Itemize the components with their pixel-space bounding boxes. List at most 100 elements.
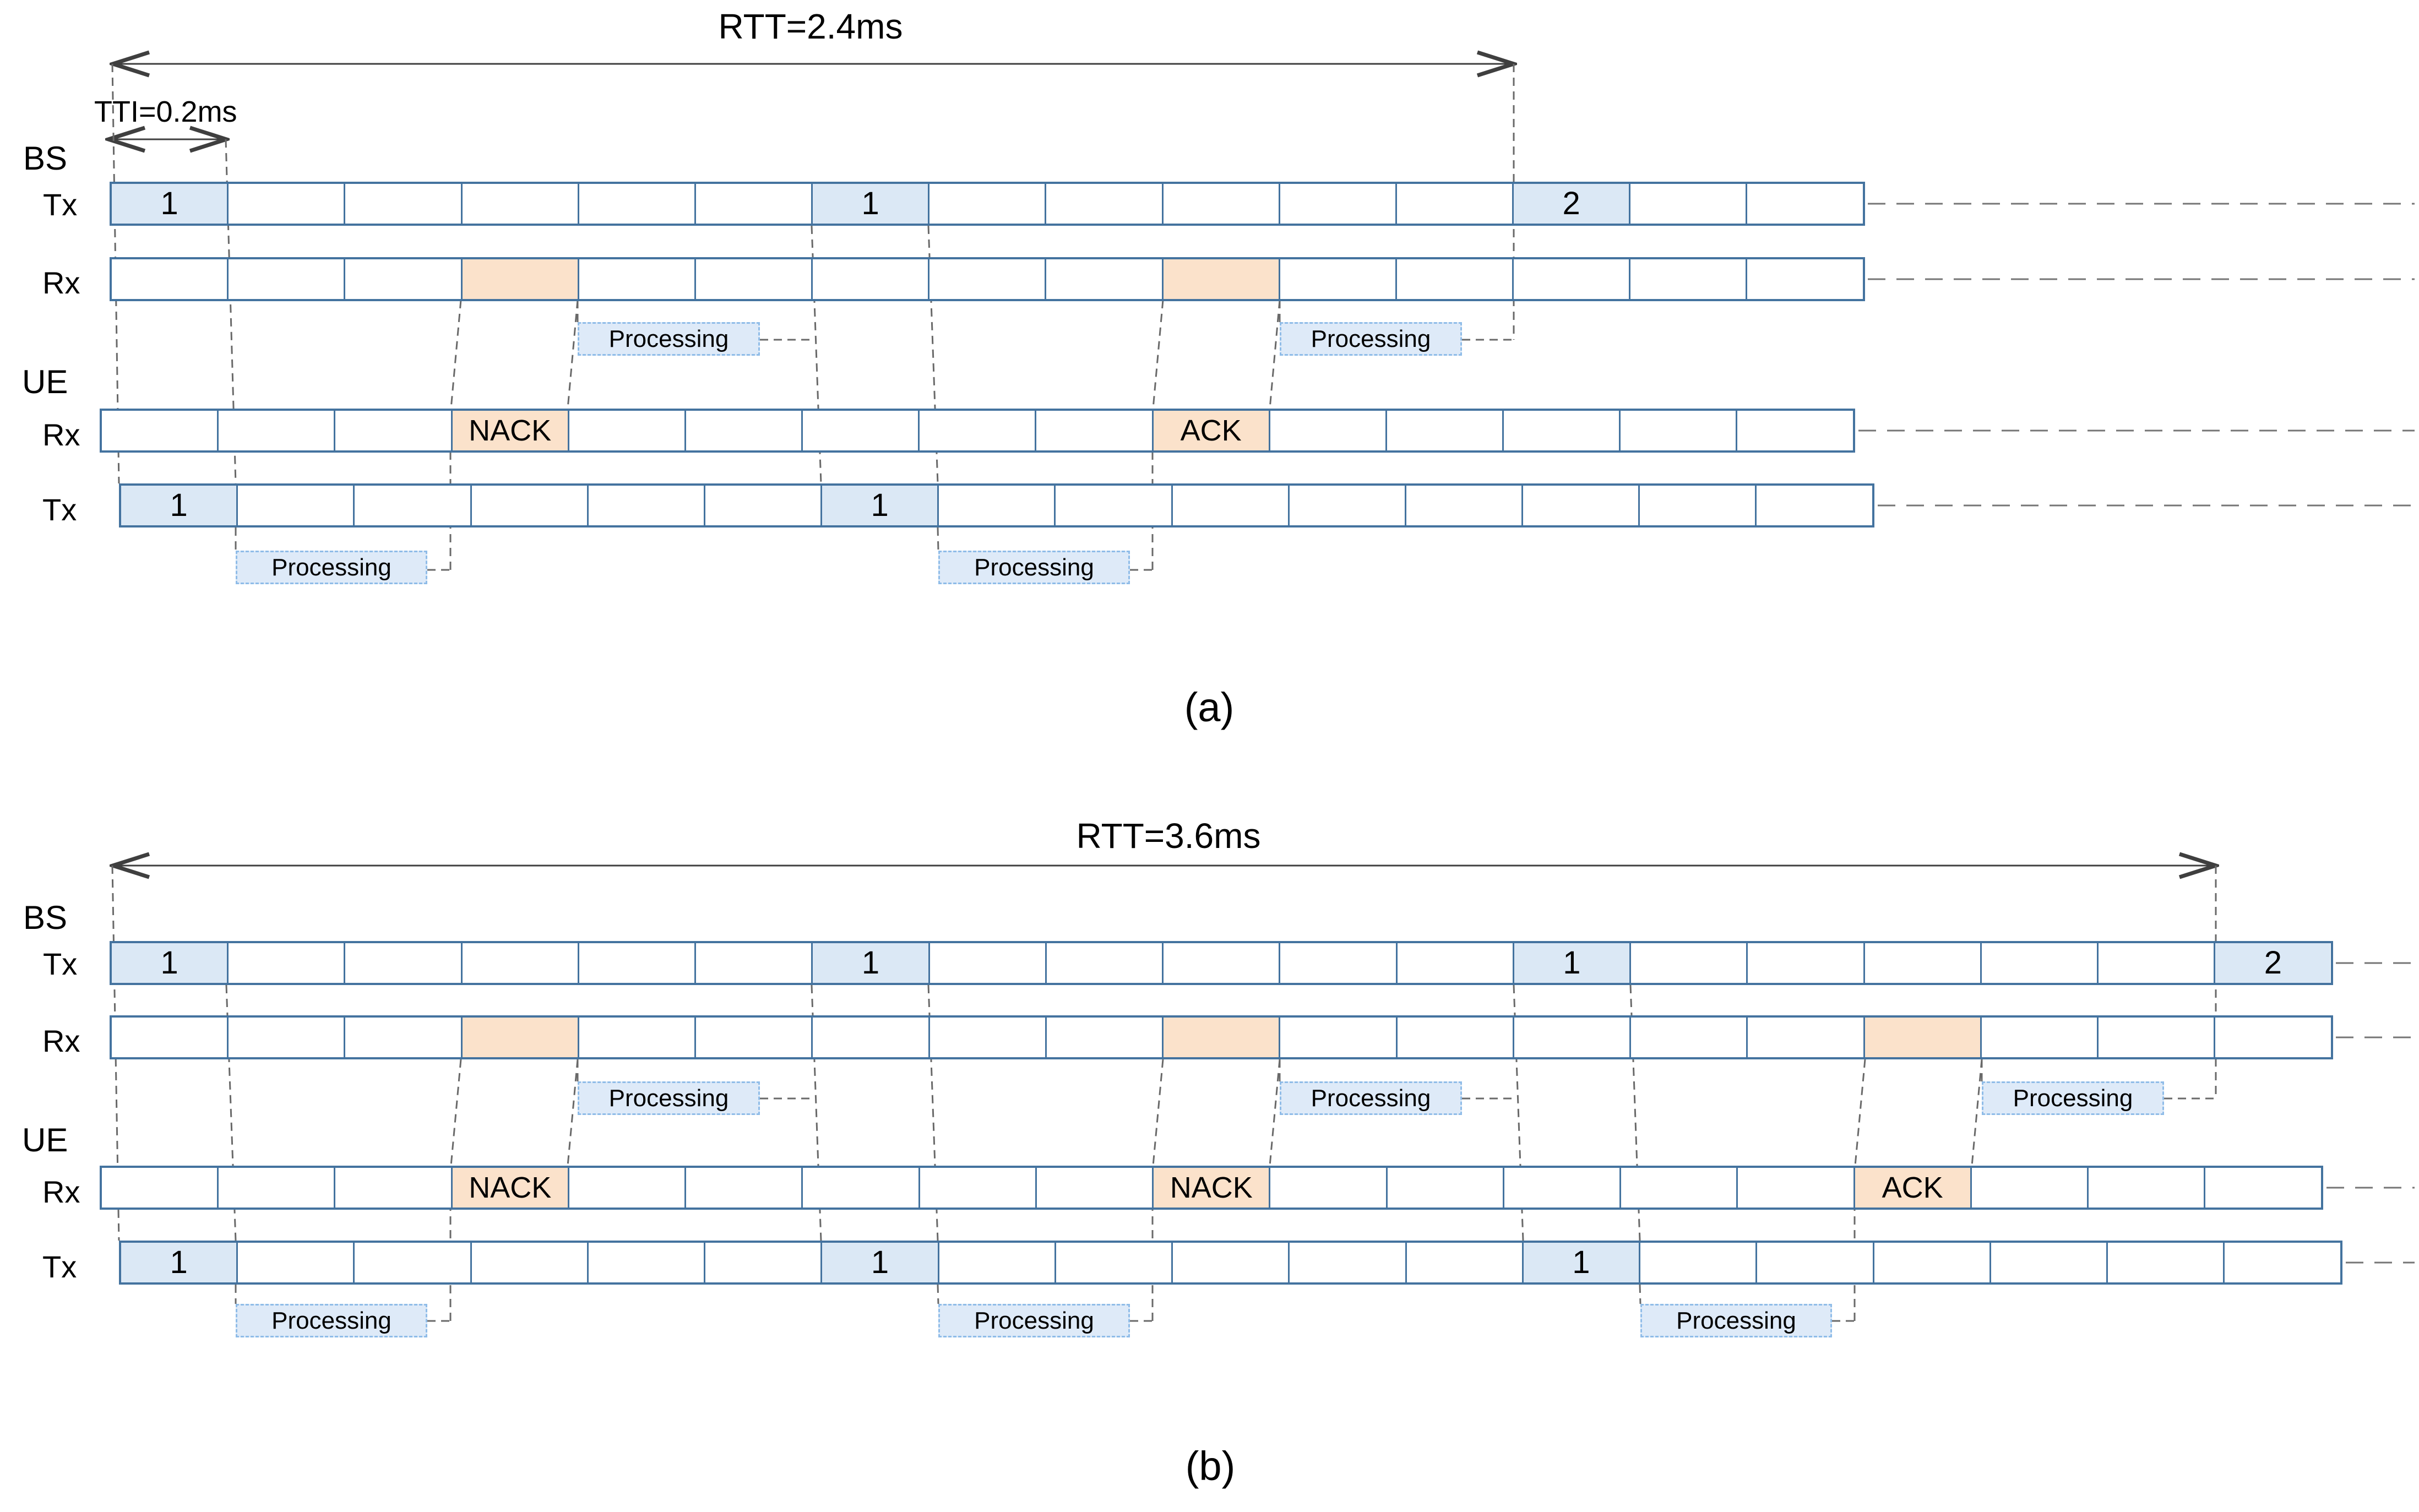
empty-slot [1164,184,1280,224]
processing-box-b-0: Processing [578,1081,760,1115]
empty-slot [1036,411,1154,450]
data-slot: 1 [822,486,939,525]
empty-slot [1056,486,1173,525]
feedback-slot [462,1018,579,1057]
feedback-slot: ACK [1855,1168,1972,1208]
empty-slot [1757,1243,1874,1282]
empty-slot [579,1018,697,1057]
empty-slot [1407,1243,1524,1282]
empty-slot [1504,411,1621,450]
group-label-bs-a: BS [23,140,68,177]
empty-slot [813,259,930,299]
row-label-bs-rx-row-b: Rx [42,1024,80,1058]
empty-slot [569,411,686,450]
empty-slot [1406,486,1524,525]
empty-slot [345,1018,463,1057]
data-slot: 1 [121,1243,238,1282]
feedback-slot: ACK [1153,411,1270,450]
data-slot: 1 [813,184,930,224]
empty-slot [929,184,1047,224]
empty-slot [1388,1168,1504,1208]
empty-slot [929,259,1047,299]
empty-slot [1630,259,1748,299]
empty-slot [1290,1243,1407,1282]
empty-slot [1640,1243,1758,1282]
empty-slot [1982,943,2099,983]
empty-slot [696,259,813,299]
empty-slot [1290,486,1406,525]
feedback-slot [1163,259,1280,299]
empty-slot [229,184,346,224]
empty-slot [2108,1243,2225,1282]
empty-slot [1982,1018,2099,1057]
feedback-slot: NACK [1154,1168,1271,1208]
empty-slot [579,259,696,299]
empty-slot [1280,184,1397,224]
processing-box-a-1: Processing [1280,322,1462,356]
group-label-ue-b: UE [22,1122,68,1159]
empty-slot [920,411,1037,450]
data-slot: 1 [822,1243,939,1282]
empty-slot [1514,1018,1632,1057]
empty-slot [345,943,463,983]
empty-slot [686,411,803,450]
empty-slot [930,943,1047,983]
empty-slot [920,1168,1037,1208]
empty-slot [1748,943,1865,983]
empty-slot [1621,411,1738,450]
empty-slot [229,259,346,299]
empty-slot [569,1168,687,1208]
data-slot: 1 [121,486,238,525]
empty-slot [2099,943,2216,983]
empty-slot [1631,1018,1748,1057]
processing-box-a-3: Processing [938,551,1130,584]
rtt-label-a: RTT=2.4ms [718,7,903,46]
empty-slot [705,1243,823,1282]
feedback-slot: NACK [452,411,569,450]
empty-slot [1874,1243,1991,1282]
tti-label-a: TTI=0.2ms [94,95,237,128]
empty-slot [1991,1243,2108,1282]
empty-slot [1757,486,1872,525]
dashed-connector-line [450,300,462,409]
dashed-connector-line [1269,300,1281,409]
empty-slot [579,184,696,224]
empty-slot [1270,411,1387,450]
processing-box-a-0: Processing [578,322,760,356]
empty-slot [1397,184,1514,224]
data-slot: 2 [2215,943,2331,983]
row-label-ue-tx-row-a: Tx [42,492,77,527]
empty-slot [2205,1168,2320,1208]
empty-slot [238,486,355,525]
empty-slot [1056,1243,1173,1282]
empty-slot [219,411,336,450]
row-label-bs-rx-row-a: Rx [42,265,80,300]
empty-slot [219,1168,336,1208]
data-slot: 2 [1514,184,1631,224]
row-label-ue-rx-row-a: Rx [42,417,80,452]
bs-rx-row-b [110,1015,2333,1059]
rtt-label-b: RTT=3.6ms [1076,816,1261,856]
empty-slot [1504,1168,1622,1208]
empty-slot [238,1243,355,1282]
empty-slot [472,1243,589,1282]
empty-slot [1046,259,1164,299]
dashed-connector-line [567,300,579,409]
feedback-slot [1864,1018,1982,1057]
empty-slot [1037,1168,1154,1208]
row-label-bs-tx-row-b: Tx [43,947,78,981]
processing-box-b-1: Processing [1280,1081,1462,1115]
dashed-connector-line [1854,1059,1866,1166]
caption-b: (b) [1185,1443,1236,1489]
caption-a: (a) [1184,684,1235,730]
empty-slot [939,486,1056,525]
empty-slot [2215,1018,2330,1057]
empty-slot [472,486,589,525]
empty-slot [1047,943,1164,983]
empty-slot [1173,1243,1290,1282]
empty-slot [102,411,219,450]
